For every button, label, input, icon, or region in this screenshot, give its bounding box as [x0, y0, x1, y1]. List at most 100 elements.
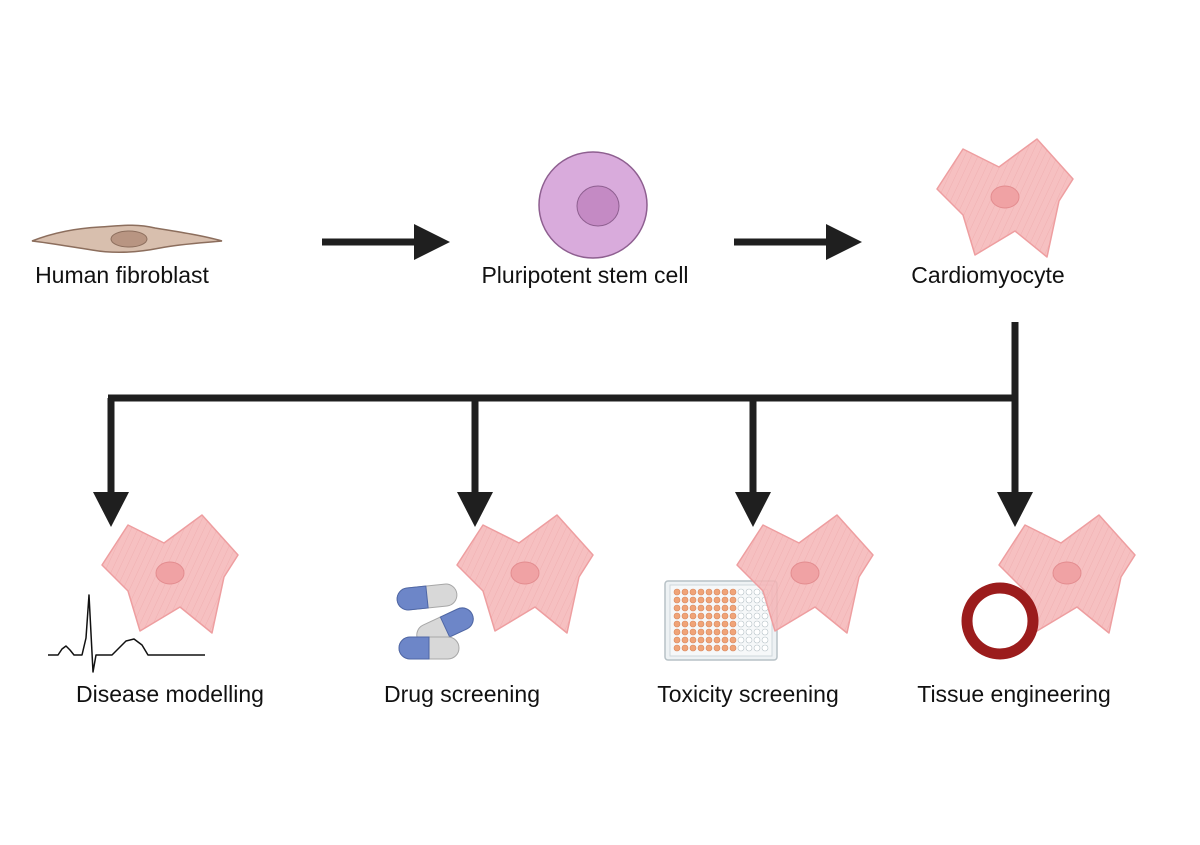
plate-well [753, 644, 761, 652]
plate-well [729, 604, 737, 612]
plate-well [689, 636, 697, 644]
plate-well [753, 612, 761, 620]
plate-well [713, 612, 721, 620]
tissue-ring-icon [961, 582, 1039, 660]
plate-well [689, 588, 697, 596]
drug-screening-label: Drug screening [384, 681, 540, 707]
plate-well [713, 636, 721, 644]
plate-well [729, 628, 737, 636]
plate-well [673, 604, 681, 612]
plate-well [681, 620, 689, 628]
plate-well [729, 644, 737, 652]
well-plate-icon [664, 580, 778, 661]
plate-well [697, 588, 705, 596]
plate-well [689, 596, 697, 604]
plate-well [737, 628, 745, 636]
plate-well [737, 604, 745, 612]
stem-cell-label: Pluripotent stem cell [481, 262, 689, 288]
cardiomyocyte-label: Cardiomyocyte [911, 262, 1065, 288]
plate-well [761, 636, 769, 644]
plate-well [729, 620, 737, 628]
plate-well [673, 612, 681, 620]
plate-well [729, 636, 737, 644]
plate-well [745, 628, 753, 636]
plate-well [681, 644, 689, 652]
plate-well [681, 628, 689, 636]
plate-well [713, 644, 721, 652]
plate-well [721, 628, 729, 636]
plate-well [697, 628, 705, 636]
arrow-fibroblast-to-stem-cell [322, 224, 450, 260]
plate-well [681, 588, 689, 596]
plate-well [673, 588, 681, 596]
plate-well [753, 636, 761, 644]
stem-cell-icon [538, 151, 648, 259]
plate-well [737, 612, 745, 620]
plate-well [673, 644, 681, 652]
fibroblast-cell-icon [31, 224, 223, 253]
plate-well [721, 604, 729, 612]
plate-well [681, 612, 689, 620]
plate-well [761, 620, 769, 628]
plate-well [681, 636, 689, 644]
plate-well [745, 644, 753, 652]
plate-well [721, 588, 729, 596]
plate-well [753, 604, 761, 612]
plate-well [721, 620, 729, 628]
capsule-pills-icon [396, 583, 474, 660]
plate-well [689, 620, 697, 628]
plate-well [705, 620, 713, 628]
plate-well [745, 604, 753, 612]
disease-cardiomyocyte-icon [101, 514, 239, 634]
plate-well [761, 644, 769, 652]
arrow-stem-cell-to-cardiomyocyte [734, 224, 862, 260]
toxicity-screening-label: Toxicity screening [657, 681, 839, 707]
ecg-trace-icon [48, 594, 205, 673]
plate-well [721, 596, 729, 604]
plate-well [681, 604, 689, 612]
plate-well [753, 596, 761, 604]
plate-well [681, 596, 689, 604]
plate-well [705, 636, 713, 644]
plate-well [753, 620, 761, 628]
plate-well [673, 636, 681, 644]
plate-well [745, 636, 753, 644]
tissue-cardiomyocyte-icon [998, 514, 1136, 634]
plate-well [697, 644, 705, 652]
plate-well [697, 612, 705, 620]
plate-well [673, 596, 681, 604]
branch-connector [93, 322, 1033, 527]
plate-well [745, 596, 753, 604]
plate-well [737, 620, 745, 628]
plate-well [737, 636, 745, 644]
plate-well [745, 588, 753, 596]
plate-well [689, 628, 697, 636]
plate-well [697, 596, 705, 604]
plate-well [713, 604, 721, 612]
cardiomyocyte-icon [936, 138, 1074, 258]
plate-well [673, 628, 681, 636]
plate-well [721, 612, 729, 620]
plate-well [745, 612, 753, 620]
plate-well [689, 604, 697, 612]
plate-well [697, 620, 705, 628]
plate-well [713, 620, 721, 628]
plate-well [689, 644, 697, 652]
plate-well [673, 620, 681, 628]
disease-modelling-label: Disease modelling [76, 681, 264, 707]
plate-well [705, 588, 713, 596]
plate-well [697, 636, 705, 644]
plate-well [713, 588, 721, 596]
plate-well [705, 628, 713, 636]
plate-well [705, 612, 713, 620]
plate-well [737, 596, 745, 604]
plate-well [721, 636, 729, 644]
plate-well [753, 628, 761, 636]
plate-well [745, 620, 753, 628]
plate-well [705, 596, 713, 604]
plate-well [729, 612, 737, 620]
plate-well [713, 628, 721, 636]
plate-well [729, 596, 737, 604]
